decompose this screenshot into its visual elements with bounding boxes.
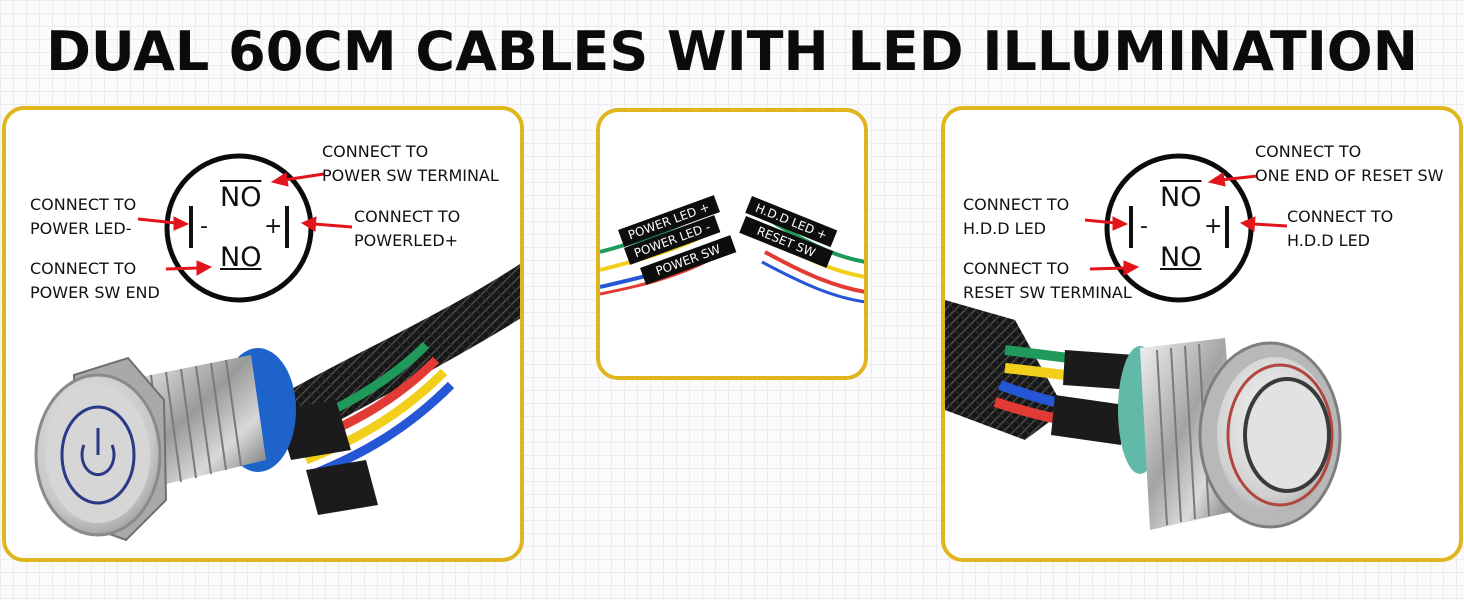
no-bottom-label: NO (220, 242, 262, 273)
minus-symbol: - (200, 214, 208, 239)
led-ring (60, 405, 136, 505)
power-icon (80, 428, 116, 477)
minus-symbol: - (1140, 214, 1148, 239)
plus-symbol: + (264, 214, 283, 239)
no-bottom-label: NO (1160, 242, 1202, 273)
no-top-label: NO (1160, 182, 1202, 213)
arrow-icon (137, 172, 353, 276)
switch-body (1140, 338, 1342, 530)
arrow-icon (1084, 172, 1288, 276)
no-top-label: NO (220, 182, 262, 213)
right-panel-illustration (945, 153, 1342, 530)
middle-panel: POWER LED + POWER LED - POWER SW H.D.D L… (596, 108, 868, 380)
plus-symbol: + (1204, 214, 1223, 239)
page-title: DUAL 60CM CABLES WITH LED ILLUMINATION (46, 20, 1418, 83)
led-ring (1226, 363, 1334, 507)
switch-body (34, 355, 266, 542)
pinout-circle (164, 153, 314, 303)
left-panel-illustration (34, 153, 520, 542)
